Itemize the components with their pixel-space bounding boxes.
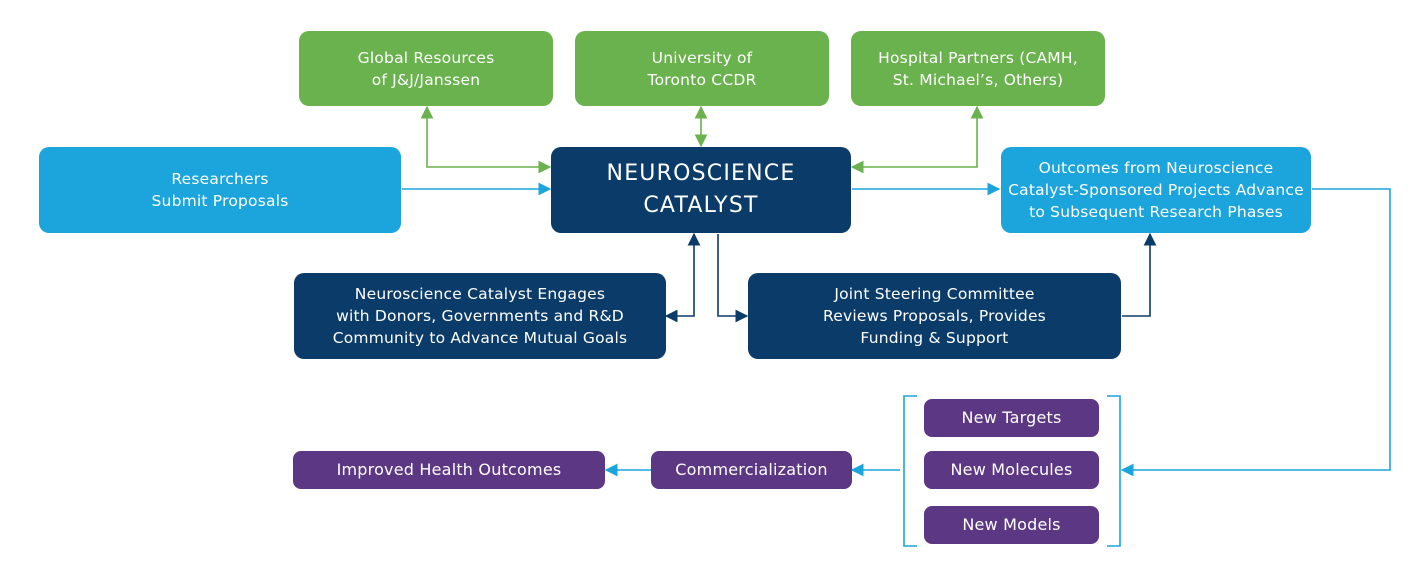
connector-committee-outcomes bbox=[1122, 232, 1157, 317]
connector-hospitals-catalyst bbox=[850, 105, 984, 174]
new-molecules-box: New Molecules bbox=[924, 451, 1099, 489]
new-targets-box: New Targets bbox=[924, 399, 1099, 437]
partner-hospitals: Hospital Partners (CAMH,St. Michael’s, O… bbox=[851, 31, 1105, 106]
connector-catalyst-committee bbox=[717, 234, 749, 323]
products-bracket-left bbox=[903, 395, 917, 547]
improved-health-outcomes-box: Improved Health Outcomes bbox=[293, 451, 605, 489]
new-models-box: New Models bbox=[924, 506, 1099, 544]
products-bracket-right bbox=[1107, 395, 1121, 547]
connector-outcomes-products bbox=[1120, 188, 1391, 477]
connector-engages-catalyst bbox=[664, 232, 701, 323]
connector-global-catalyst bbox=[420, 105, 552, 174]
commercialization-box: Commercialization bbox=[651, 451, 852, 489]
